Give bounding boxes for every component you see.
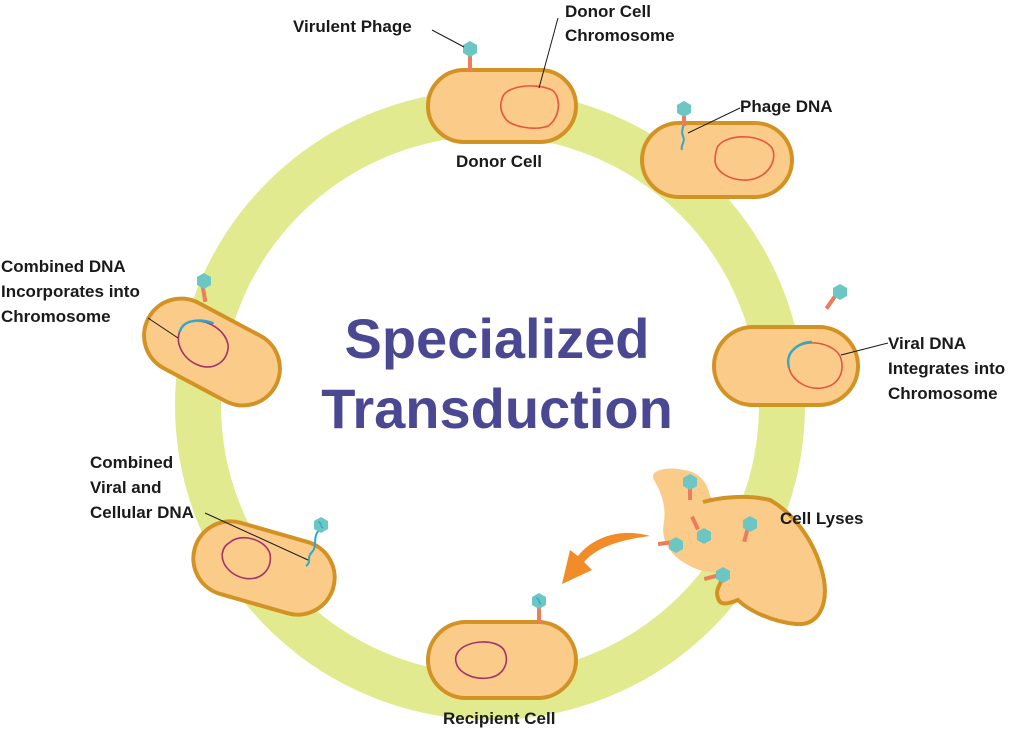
virulent-phage-pointer <box>431 29 465 48</box>
viral-dna-pointer <box>840 342 889 356</box>
label-viral-dna-2: Integrates into <box>888 359 1005 378</box>
label-donor-chromosome-1: Donor Cell <box>565 2 651 21</box>
label-virulent-phage: Virulent Phage <box>293 17 412 36</box>
incorporated-viral-dna <box>178 319 215 333</box>
donor-cell <box>426 68 578 144</box>
label-donor-cell: Donor Cell <box>456 152 542 171</box>
combined-viral-cell <box>191 519 337 617</box>
label-donor-chromosome-2: Chromosome <box>565 26 675 45</box>
combined-viral-pointer <box>204 512 309 561</box>
phage-icon <box>197 273 211 303</box>
donor-chromosome-pointer <box>538 17 559 89</box>
phage-icon <box>314 517 328 533</box>
label-phage-dna: Phage DNA <box>740 97 833 116</box>
phage-icon <box>677 101 691 126</box>
phage-icon <box>742 516 757 543</box>
integrated-viral-dna <box>787 340 813 369</box>
arrow-icon <box>562 532 650 584</box>
label-combined-viral-3: Cellular DNA <box>90 503 194 522</box>
phage-icon <box>683 474 697 500</box>
phage-icon <box>824 284 847 310</box>
lysing-cell <box>652 468 827 627</box>
label-viral-dna-1: Viral DNA <box>888 334 966 353</box>
recipient-chromosome <box>454 641 508 680</box>
label-combined-dna-2: Incorporates into <box>1 282 140 301</box>
phage-icon <box>690 515 711 544</box>
label-combined-dna-1: Combined DNA <box>1 257 126 276</box>
phage-icon <box>463 41 477 72</box>
title-line-2: Transduction <box>321 377 673 440</box>
combined-dna-pointer <box>147 317 179 339</box>
phage-icon <box>703 567 730 583</box>
phage-dna-pointer <box>687 107 741 134</box>
combined-viral-chromosome <box>221 537 272 580</box>
label-combined-viral-1: Combined <box>90 453 173 472</box>
donor-chromosome <box>499 85 560 129</box>
label-viral-dna-3: Chromosome <box>888 384 998 403</box>
label-combined-dna-3: Chromosome <box>1 307 111 326</box>
recipient-cell <box>426 620 578 700</box>
phage-icon <box>532 593 546 623</box>
combined-viral-dna <box>305 529 320 567</box>
label-combined-viral-2: Viral and <box>90 478 162 497</box>
phage-dna-cell-chromosome <box>714 136 775 181</box>
label-recipient-cell: Recipient Cell <box>443 709 555 728</box>
phage-dna-cell <box>640 115 794 199</box>
label-cell-lyses: Cell Lyses <box>780 509 863 528</box>
phage-icon <box>657 537 683 553</box>
title-line-1: Specialized <box>344 307 649 370</box>
integration-cell <box>712 325 860 407</box>
